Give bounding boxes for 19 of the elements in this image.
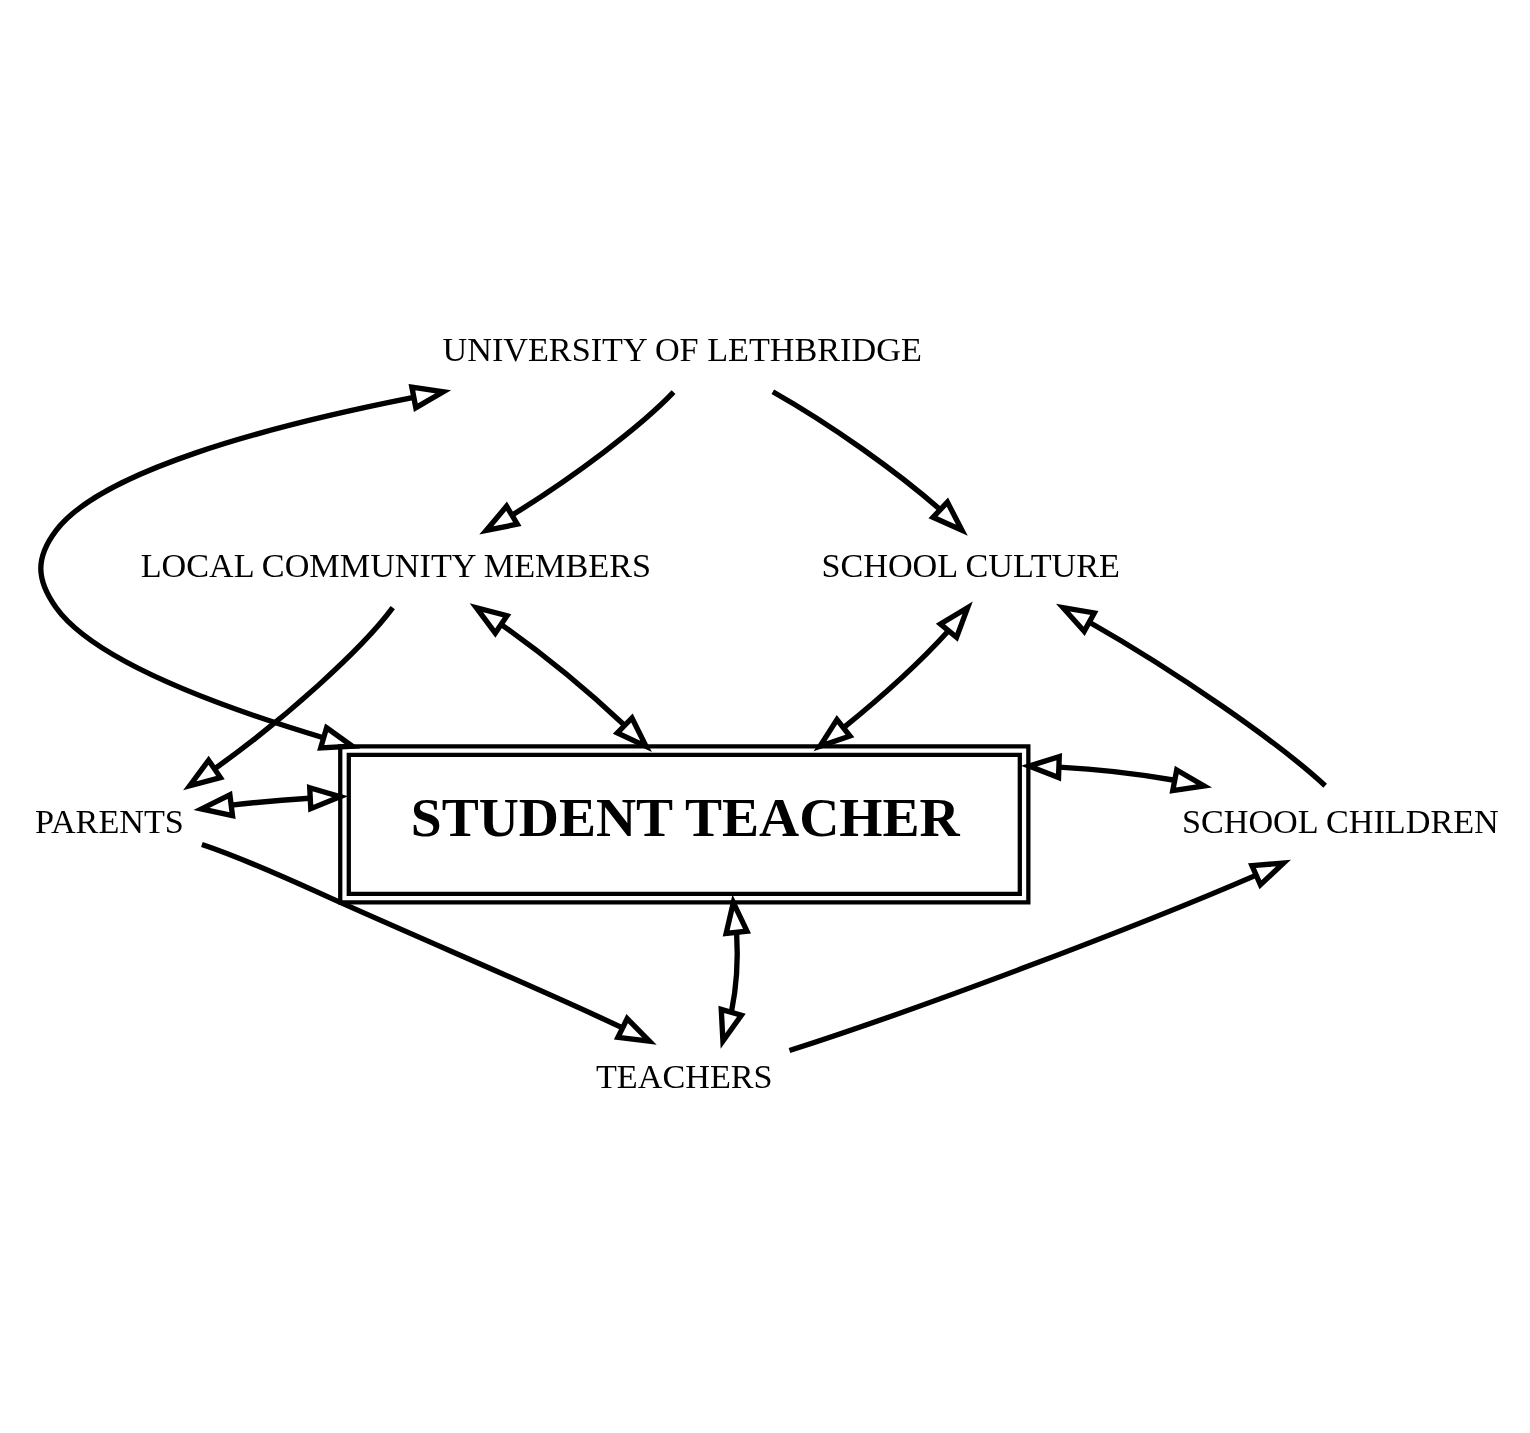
node-text: SCHOOL CULTURE bbox=[820, 547, 1120, 585]
node-text: LOCAL COMMUNITY MEMBERS bbox=[140, 547, 651, 585]
arrow bbox=[469, 603, 652, 752]
arrow bbox=[813, 601, 973, 752]
arrow bbox=[193, 784, 348, 819]
arrow bbox=[1020, 752, 1212, 794]
arrow bbox=[1055, 603, 1327, 788]
arrow bbox=[37, 383, 451, 751]
arrow bbox=[478, 390, 675, 535]
arrow bbox=[200, 841, 657, 1045]
node-text: UNIVERSITY OF LETHBRIDGE bbox=[442, 331, 922, 369]
node-box: STUDENT TEACHER bbox=[337, 744, 1030, 905]
arrow bbox=[182, 606, 395, 791]
node-text: PARENTS bbox=[34, 802, 184, 840]
node-text: TEACHERS bbox=[595, 1057, 773, 1095]
arrow bbox=[771, 389, 968, 536]
node-text: SCHOOL CHILDREN bbox=[1181, 802, 1499, 840]
arrow bbox=[717, 894, 751, 1049]
arrow bbox=[788, 859, 1291, 1054]
